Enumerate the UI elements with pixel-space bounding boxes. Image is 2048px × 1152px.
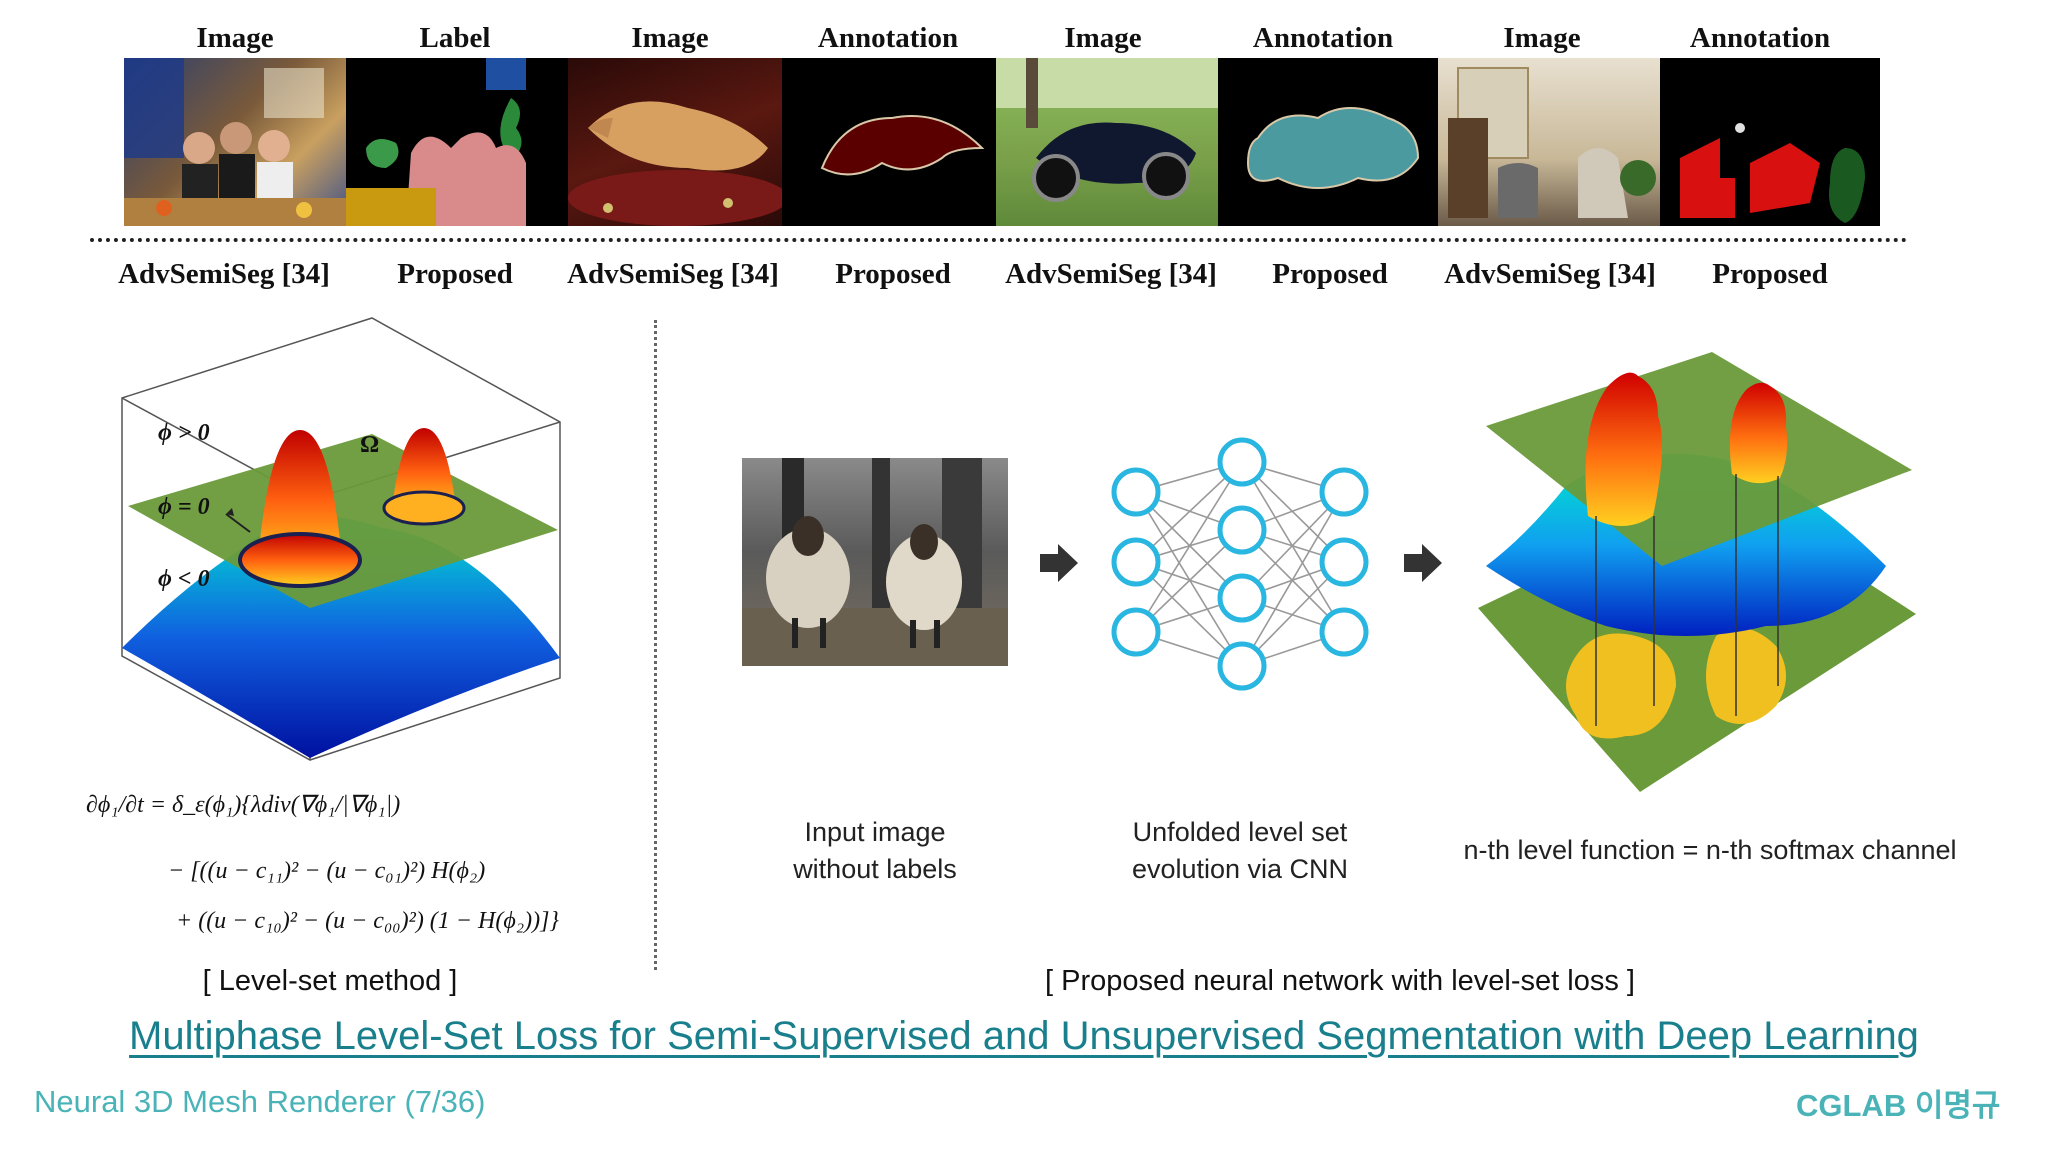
strip-photo-motorbike xyxy=(996,58,1218,226)
arrow-right-icon-1 xyxy=(1040,544,1078,582)
strip-label-people xyxy=(346,58,568,226)
omega-label: Ω xyxy=(360,432,380,458)
equation-line-2: − [((u − c₁₁)² − (u − c₀₁)²) H(ϕ₂) xyxy=(168,858,486,884)
phi-zero-label: ϕ = 0 xyxy=(158,494,210,520)
header-image-2: Image xyxy=(631,22,709,54)
strip-photo-room xyxy=(1438,58,1660,226)
strip-annotation-cat xyxy=(782,58,996,226)
caption-cnn-line1: Unfolded level set xyxy=(1132,817,1348,847)
label-proposed-3: Proposed xyxy=(1272,258,1388,290)
equation-line-3: + ((u − c₁₀)² − (u − c₀₀)²) (1 − H(ϕ₂))]… xyxy=(176,908,560,934)
equation-line-1: ∂ϕ₁/∂t = δ_ε(ϕ₁){λdiv(∇ϕ₁/|∇ϕ₁|) xyxy=(86,792,401,818)
arrow-right-icon-2 xyxy=(1404,544,1442,582)
neural-network-diagram xyxy=(1111,437,1369,691)
label-advsemiseg-3: AdvSemiSeg [34] xyxy=(1005,258,1217,290)
caption-input-line2: without labels xyxy=(793,854,957,884)
phi-positive-label: ϕ > 0 xyxy=(158,420,210,446)
footer-course-title: Neural 3D Mesh Renderer (7/36) xyxy=(34,1084,486,1119)
caption-cnn: Unfolded level set evolution via CNN xyxy=(1090,814,1390,888)
label-advsemiseg-1: AdvSemiSeg [34] xyxy=(118,258,330,290)
label-proposed-1: Proposed xyxy=(397,258,513,290)
dotted-separator-vertical xyxy=(654,320,657,970)
header-annotation-3: Annotation xyxy=(1252,22,1394,54)
label-advsemiseg-4: AdvSemiSeg [34] xyxy=(1444,258,1656,290)
bracket-levelset-method: [ Level-set method ] xyxy=(202,965,458,997)
strip-annotation-room xyxy=(1660,58,1880,226)
header-image-3: Image xyxy=(1064,22,1142,54)
strip-annotation-motorbike xyxy=(1218,58,1438,226)
dotted-separator-horizontal xyxy=(90,238,1908,242)
caption-input-line1: Input image xyxy=(804,817,946,847)
header-label: Label xyxy=(419,22,491,54)
phi-negative-label: ϕ < 0 xyxy=(158,566,210,592)
header-annotation-2: Annotation xyxy=(817,22,959,54)
caption-nth-level: n-th level function = n-th softmax chann… xyxy=(1463,835,1957,865)
caption-cnn-line2: evolution via CNN xyxy=(1131,854,1349,884)
label-advsemiseg-2: AdvSemiSeg [34] xyxy=(567,258,779,290)
strip-photo-people xyxy=(124,58,346,226)
header-image-4: Image xyxy=(1503,22,1581,54)
input-sheep-image xyxy=(742,458,1008,666)
header-annotation-4: Annotation xyxy=(1689,22,1831,54)
levelset-diagram xyxy=(121,317,561,761)
bracket-proposed-network: [ Proposed neural network with level-set… xyxy=(1045,965,1635,997)
header-image-1: Image xyxy=(196,22,274,54)
label-proposed-2: Proposed xyxy=(835,258,951,290)
footer-lab-author: CGLAB 이명규 xyxy=(1796,1088,2001,1123)
label-proposed-4: Proposed xyxy=(1712,258,1828,290)
caption-input-image: Input image without labels xyxy=(740,814,1010,888)
nth-level-function-diagram xyxy=(1478,352,1916,792)
strip-photo-cat xyxy=(568,58,782,226)
paper-title-link[interactable]: Multiphase Level-Set Loss for Semi-Super… xyxy=(129,1014,1919,1058)
